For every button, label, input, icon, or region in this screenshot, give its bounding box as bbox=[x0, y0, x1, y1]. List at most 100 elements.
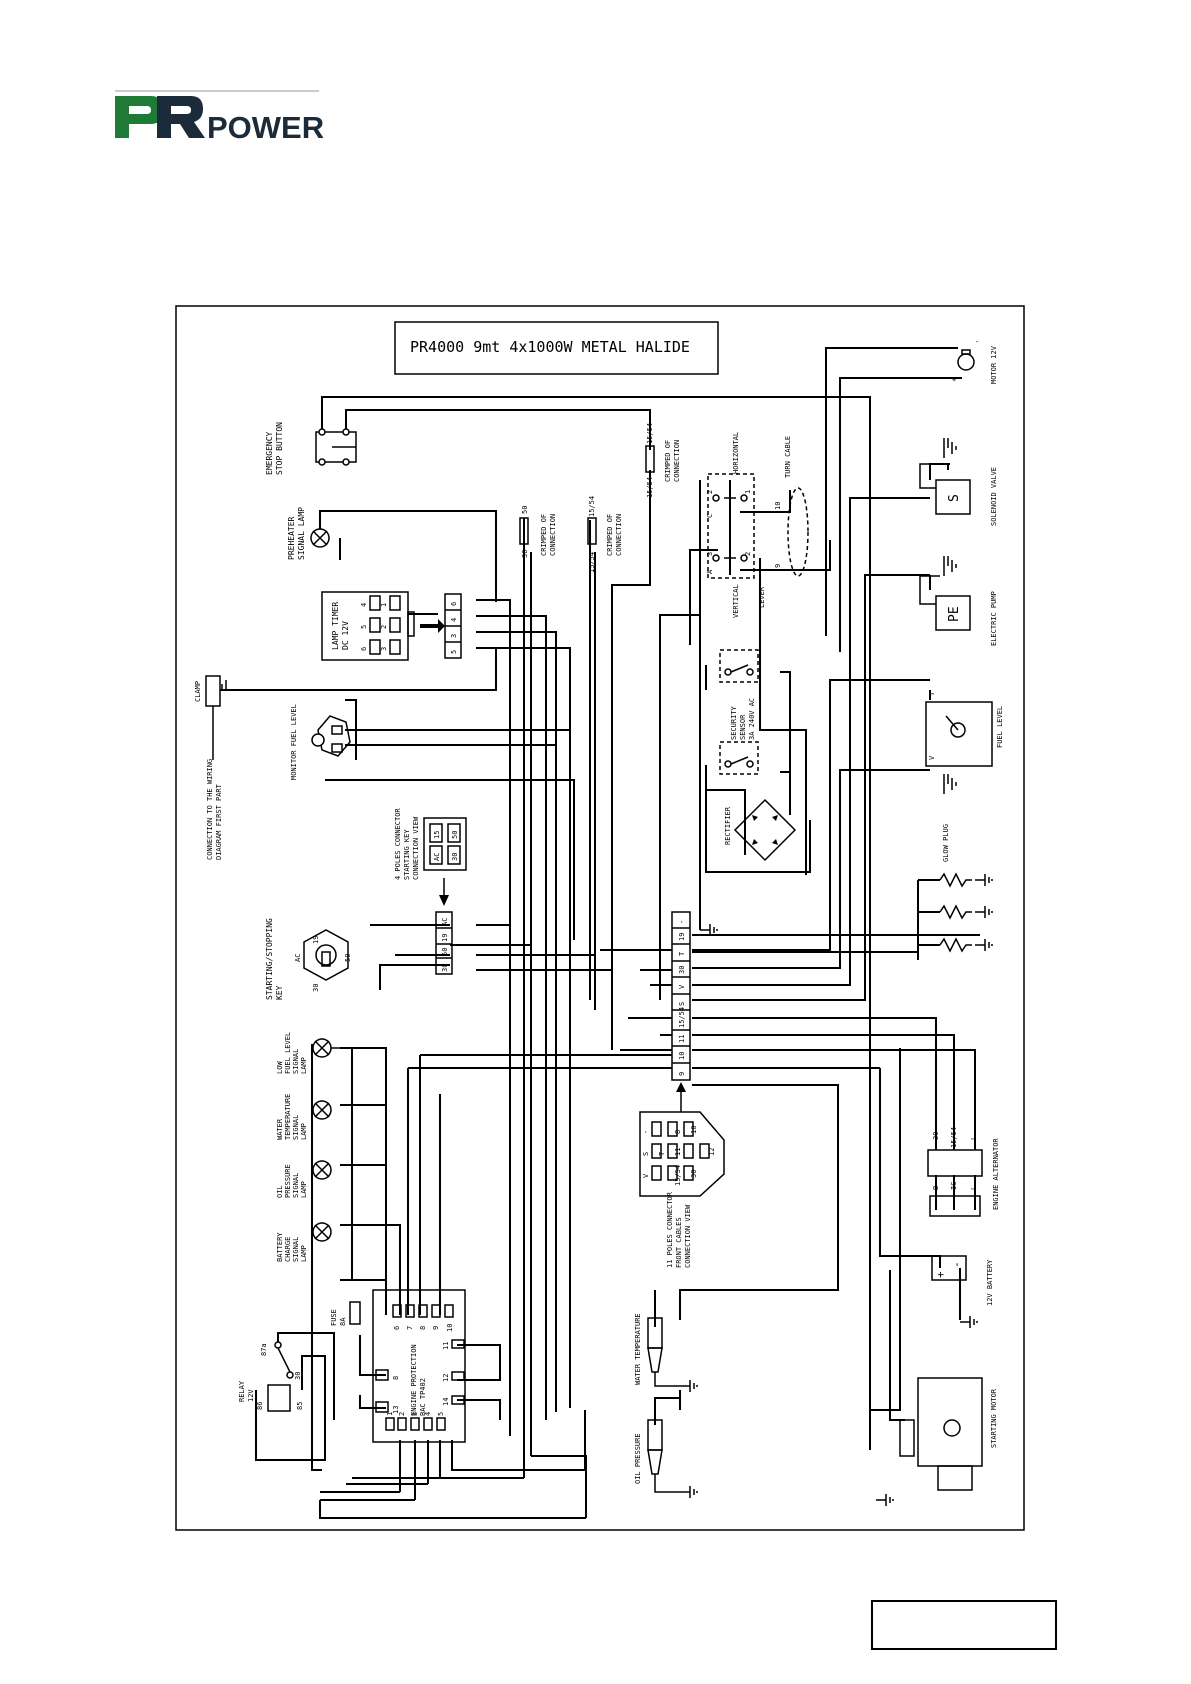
svg-text:CRIMPED OFCONNECTION: CRIMPED OFCONNECTION bbox=[606, 514, 623, 556]
lever-label: LEVER bbox=[758, 586, 766, 608]
oil-sensor-label: OIL PRESSURE bbox=[634, 1433, 642, 1484]
alt-inner-ig: IG bbox=[950, 1182, 958, 1190]
glow-plug-label: GLOW PLUG bbox=[942, 824, 950, 862]
svg-text:WATERTEMPERATURESIGNALLAMP: WATERTEMPERATURESIGNALLAMP bbox=[276, 1094, 308, 1140]
page-number-box bbox=[871, 1600, 1057, 1650]
alt-pin-l: L bbox=[970, 1136, 978, 1140]
low-fuel-label-3: SIGNAL bbox=[292, 1049, 300, 1074]
crimp1-label-2: CONNECTION bbox=[549, 514, 557, 556]
low-fuel-label-4: LAMP bbox=[300, 1057, 308, 1074]
diagram-title: PR4000 9mt 4x1000W METAL HALIDE bbox=[410, 338, 690, 356]
conn11-pin-12: 12 bbox=[708, 1148, 716, 1156]
main-pin-t: T bbox=[678, 951, 686, 956]
fuse-label-1: FUSE bbox=[330, 1309, 338, 1326]
prot-bottom-1: 1 bbox=[386, 1412, 394, 1416]
relay-label-2: 12V bbox=[247, 1389, 255, 1402]
switch-h-2: 2 bbox=[706, 490, 714, 494]
timer-block-5: 5 bbox=[450, 650, 458, 654]
svg-text:ENGINE PROTECTIONBAC TP402: ENGINE PROTECTIONBAC TP402 bbox=[410, 1344, 427, 1416]
security-sensor: SECURITYSENSOR3A 240V AC bbox=[719, 649, 759, 775]
water-lamp-label-2: TEMPERATURE bbox=[284, 1094, 292, 1140]
svg-text:SECURITYSENSOR3A 240V AC: SECURITYSENSOR3A 240V AC bbox=[730, 698, 756, 740]
conn11-label-2: FRONT CABLES bbox=[675, 1217, 683, 1268]
prot-right-12: 12 bbox=[442, 1374, 450, 1382]
fuse-label-2: 8A bbox=[339, 1317, 347, 1326]
conn11-label-3: CONNECTION VIEW bbox=[684, 1204, 692, 1268]
glow-plugs: GLOW PLUG bbox=[939, 824, 972, 953]
crimp2-pin-a: 15/54 bbox=[588, 552, 596, 573]
monitor-fuel-label: MONITOR FUEL LEVEL bbox=[290, 704, 298, 780]
preheater-label-2: SIGNAL LAMP bbox=[297, 507, 306, 560]
turn-cable-label: TURN CABLE bbox=[784, 436, 792, 478]
security-label-3: 3A 240V AC bbox=[748, 698, 756, 740]
prot-right-14: 14 bbox=[442, 1398, 450, 1406]
connection-label-2: DIAGRAM FIRST PART bbox=[215, 783, 223, 860]
clamp-label: CLAMP bbox=[194, 681, 202, 702]
conn4-pin-50: 50 bbox=[451, 831, 459, 839]
oil-lamp-label-1: OIL bbox=[276, 1185, 284, 1198]
main-pin-19: 19 bbox=[678, 933, 686, 941]
diagram-frame bbox=[175, 305, 1025, 1531]
conn4-pin-15: 15 bbox=[433, 831, 441, 839]
main-pin-minus: - bbox=[678, 920, 686, 924]
svg-text:PREHEATERSIGNAL LAMP: PREHEATERSIGNAL LAMP bbox=[287, 507, 306, 560]
battery-lamp-label-1: BATTERY bbox=[276, 1232, 284, 1262]
prot-right-11: 11 bbox=[442, 1342, 450, 1350]
prot-top-9: 9 bbox=[432, 1326, 440, 1330]
svg-text:OILPRESSURESIGNALLAMP: OILPRESSURESIGNALLAMP bbox=[276, 1164, 308, 1198]
rectifier: RECTIFIER bbox=[724, 798, 797, 862]
prot-bottom-2: 2 bbox=[398, 1412, 406, 1416]
conn11-pin-minus: - bbox=[642, 1130, 650, 1134]
timer-pin-6: 6 bbox=[360, 647, 368, 651]
main-pin-11: 11 bbox=[678, 1035, 686, 1043]
oil-lamp-label-4: LAMP bbox=[300, 1181, 308, 1198]
svg-text:EMERGENCYSTOP BUTTON: EMERGENCYSTOP BUTTON bbox=[265, 422, 284, 475]
key-label-19: 19 bbox=[312, 936, 320, 944]
prot-left-8: 8 bbox=[392, 1376, 400, 1380]
svg-text:LOWFUEL LEVELSIGNALLAMP: LOWFUEL LEVELSIGNALLAMP bbox=[276, 1032, 308, 1074]
crimped-connection-3: 15/54 15/54 CRIMPED OFCONNECTION bbox=[645, 423, 681, 498]
timer-block-4: 4 bbox=[450, 618, 458, 622]
conn11-label-1: 11 POLES CONNECTOR bbox=[666, 1191, 674, 1268]
battery-charge-signal-lamp: BATTERYCHARGESIGNALLAMP bbox=[276, 1222, 332, 1262]
main-pin-10: 10 bbox=[678, 1052, 686, 1060]
crimped-connection-2: 15/54 15/54 CRIMPED OFCONNECTION bbox=[587, 496, 623, 573]
key-block-30: 30 bbox=[441, 964, 449, 972]
conn4-label-1: 4 POLES CONNECTOR bbox=[394, 808, 402, 880]
crimp2-label-1: CRIMPED OF bbox=[606, 514, 614, 556]
low-fuel-label-1: LOW bbox=[276, 1061, 284, 1074]
conn11-pin-t: T bbox=[658, 1151, 666, 1156]
battery-minus-symbol: - bbox=[950, 1261, 963, 1268]
switch-h-c: C bbox=[706, 514, 714, 518]
svg-text:BATTERYCHARGESIGNALLAMP: BATTERYCHARGESIGNALLAMP bbox=[276, 1232, 308, 1262]
timer-label-2: DC 12V bbox=[341, 621, 350, 650]
protection-label-1: ENGINE PROTECTION bbox=[410, 1344, 418, 1416]
battery-lamp-label-3: SIGNAL bbox=[292, 1237, 300, 1262]
alt-pin-30: 30 bbox=[932, 1132, 940, 1140]
water-temperature-signal-lamp: WATERTEMPERATURESIGNALLAMP bbox=[276, 1094, 332, 1140]
electric-pump: PE ELECTRIC PUMP bbox=[919, 575, 998, 646]
oil-pressure-signal-lamp: OILPRESSURESIGNALLAMP bbox=[276, 1160, 332, 1198]
fuel-level-sensor: T V FUEL LEVEL bbox=[925, 691, 1004, 767]
fuel-v-symbol: V bbox=[928, 755, 936, 760]
key-block-ac: AC bbox=[441, 918, 449, 926]
motor-label: MOTOR 12V bbox=[990, 345, 998, 384]
motor-minus: - bbox=[975, 338, 979, 346]
timer-block-3: 3 bbox=[450, 634, 458, 638]
alt-pin-1554: 15/54 bbox=[950, 1127, 958, 1148]
motor-plus: + bbox=[952, 376, 956, 384]
preheater-label-1: PREHEATER bbox=[287, 516, 296, 560]
relay-label-1: RELAY bbox=[238, 1380, 246, 1402]
fuel-t-symbol: T bbox=[928, 691, 936, 696]
main-pin-30: 30 bbox=[678, 966, 686, 974]
pump-symbol: PE bbox=[947, 606, 962, 622]
protection-label-2: BAC TP402 bbox=[419, 1378, 427, 1416]
relay-pin-85: 85 bbox=[296, 1402, 304, 1410]
emergency-stop-button: EMERGENCYSTOP BUTTON bbox=[265, 422, 357, 475]
motor-12v: + - MOTOR 12V bbox=[952, 338, 998, 384]
water-sensor-label: WATER TEMPERATURE bbox=[634, 1313, 642, 1385]
main-pin-1554: 15/54 bbox=[678, 1007, 686, 1028]
solenoid-valve: S SOLENOID VALVE bbox=[919, 463, 998, 526]
main-pin-9: 9 bbox=[678, 1072, 686, 1076]
